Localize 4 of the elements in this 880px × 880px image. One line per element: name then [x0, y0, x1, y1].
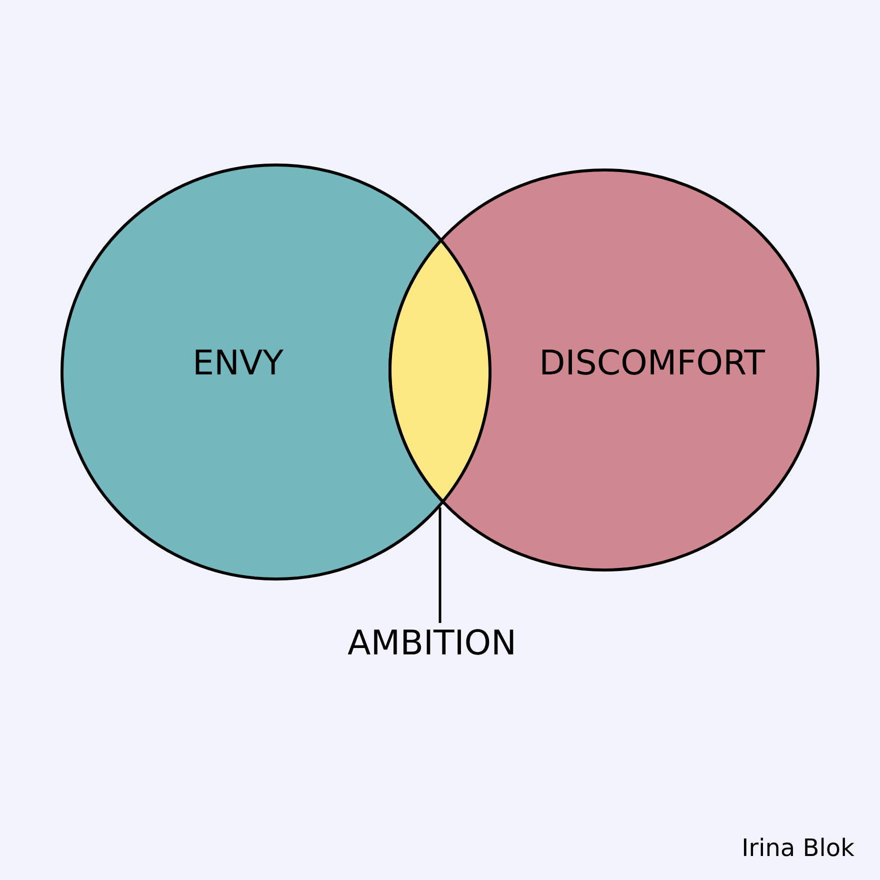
- intersection-lens: [388, 239, 492, 503]
- leader-line: [438, 507, 442, 623]
- signature: Irina Blok: [744, 838, 854, 856]
- label-text: AMBITION: [348, 629, 514, 655]
